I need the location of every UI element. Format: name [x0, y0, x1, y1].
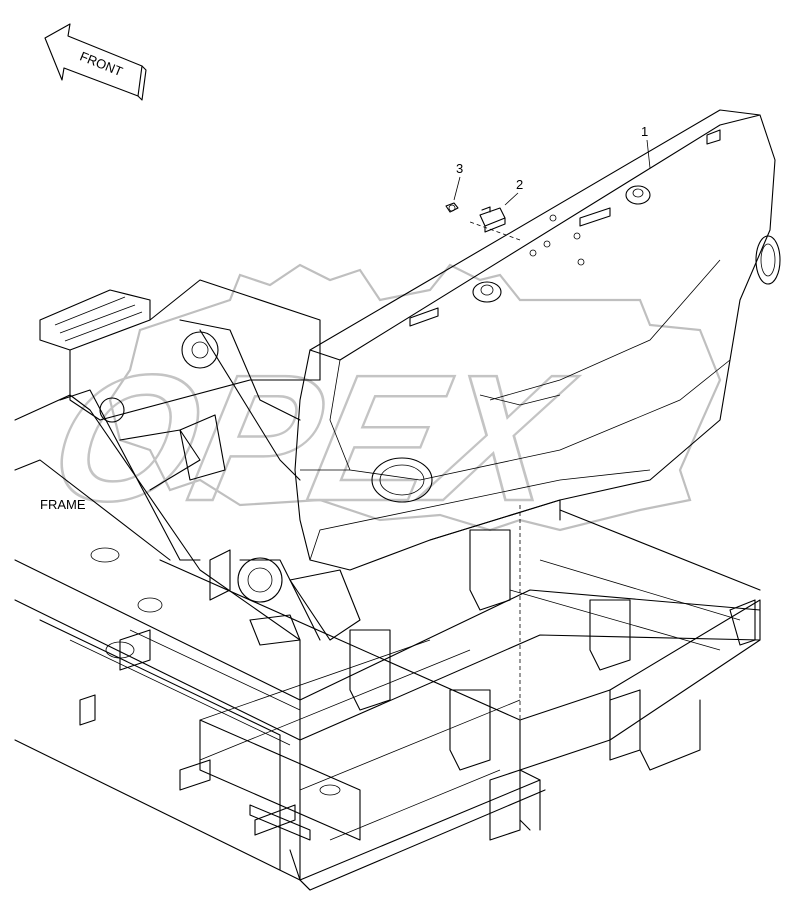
frame: [14, 499, 761, 891]
front-label: FRONT: [78, 48, 125, 79]
callout-2: 2: [516, 177, 523, 192]
front-arrow: FRONT: [44, 23, 147, 101]
upper-frame: [14, 279, 361, 701]
watermark-text: OPEX: [36, 337, 589, 539]
callout-1: 1: [641, 124, 648, 139]
mounting-hardware: [445, 202, 551, 257]
callout-3: 3: [456, 161, 463, 176]
counterweight: [294, 109, 781, 790]
leader-lines: [453, 139, 651, 206]
watermark: OPEX: [34, 263, 722, 540]
frame-label: FRAME: [40, 497, 86, 512]
